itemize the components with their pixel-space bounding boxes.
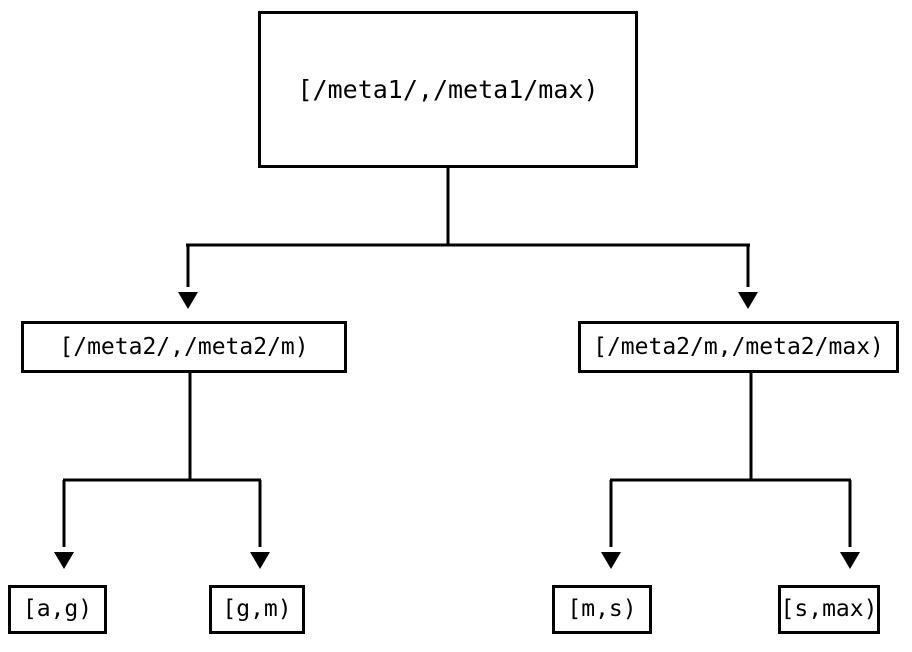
arrowhead-icon-leaf-ag [54, 552, 74, 569]
tree-node-mid-right-label: [/meta2/m,/meta2/max) [593, 333, 884, 360]
arrowhead-icon-mid-left [178, 292, 198, 309]
edge-mid-left-to-leaves [54, 373, 270, 569]
tree-node-leaf-gm[interactable]: [g,m) [209, 585, 305, 634]
arrowhead-icon-leaf-gm [250, 552, 270, 569]
tree-node-leaf-smax[interactable]: [s,max) [778, 585, 880, 634]
arrowhead-icon-mid-right [738, 292, 758, 309]
edge-root-to-mid-left [178, 168, 750, 309]
tree-node-leaf-ag-label: [a,g) [22, 596, 93, 622]
tree-node-mid-left-label: [/meta2/,/meta2/m) [59, 333, 309, 360]
tree-node-leaf-gm-label: [g,m) [222, 596, 292, 622]
edge-mid-right-to-leaves [601, 373, 860, 569]
arrowhead-icon-leaf-ms [601, 552, 621, 569]
arrowhead-icon-leaf-smax [840, 552, 860, 569]
tree-node-root-label: [/meta1/,/meta1/max) [297, 75, 599, 104]
tree-node-leaf-smax-label: [s,max) [780, 596, 878, 622]
edge-root-to-mid-right [738, 245, 758, 309]
tree-node-leaf-ms-label: [m,s) [567, 596, 637, 622]
tree-node-mid-left[interactable]: [/meta2/,/meta2/m) [21, 321, 347, 373]
tree-node-root[interactable]: [/meta1/,/meta1/max) [258, 11, 638, 168]
tree-node-leaf-ag[interactable]: [a,g) [8, 585, 107, 634]
tree-node-mid-right[interactable]: [/meta2/m,/meta2/max) [578, 321, 899, 373]
tree-node-leaf-ms[interactable]: [m,s) [552, 585, 652, 634]
